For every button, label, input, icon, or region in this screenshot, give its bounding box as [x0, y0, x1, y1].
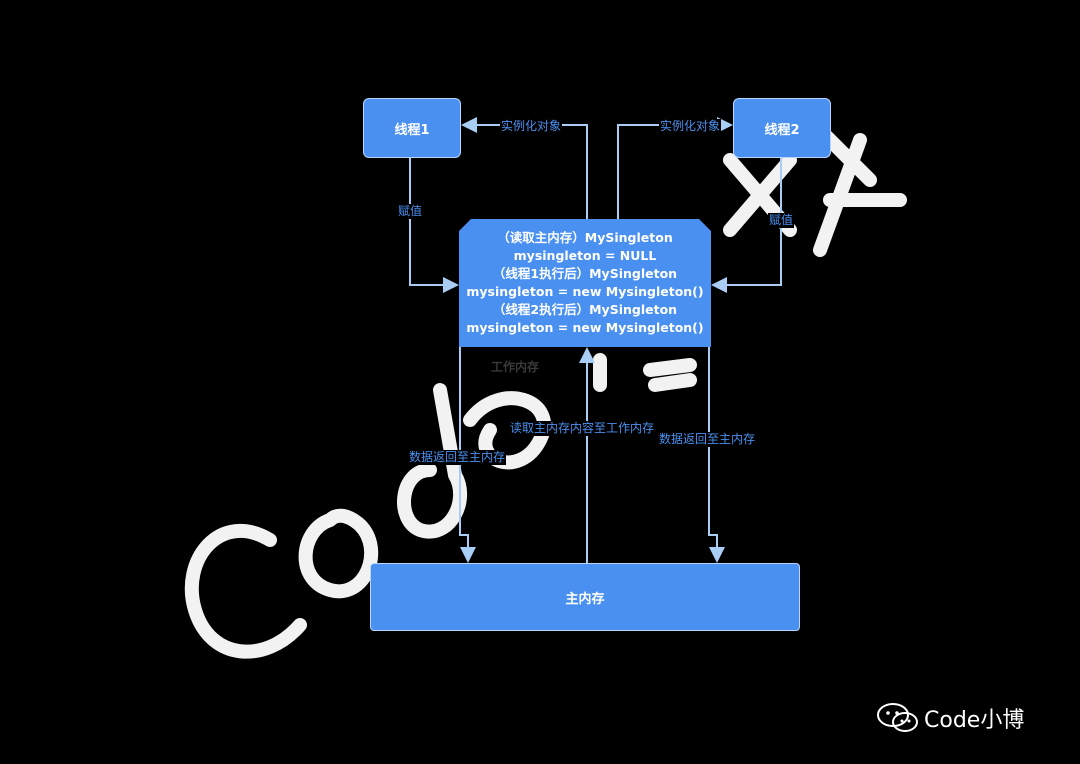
work-memory-line: （读取主内存）MySingleton: [497, 230, 673, 245]
label-return-right: 数据返回至主内存: [658, 432, 757, 447]
label-assign-right: 赋值: [768, 213, 795, 228]
work-memory-line: mysingleton = new Mysingleton(): [466, 284, 704, 299]
watermark-logo: [184, 103, 907, 659]
main-memory-node: 主内存: [370, 563, 800, 631]
work-memory-caption: 工作内存: [491, 360, 540, 374]
work-memory-line: （线程1执行后）MySingleton: [492, 266, 678, 281]
label-instantiate-right: 实例化对象: [659, 119, 722, 134]
thread2-label: 线程2: [764, 122, 800, 138]
edge-assign-left: [409, 158, 459, 293]
work-memory-line: mysingleton = new Mysingleton(): [466, 320, 704, 335]
thread1-node: 线程1: [363, 98, 461, 158]
label-assign-left: 赋值: [397, 204, 424, 219]
label-instantiate-left: 实例化对象: [500, 119, 563, 134]
edge-return-left: [459, 347, 476, 563]
main-memory-label: 主内存: [565, 591, 605, 607]
work-memory-line: mysingleton = NULL: [513, 248, 657, 263]
brand-name: Code小博: [924, 708, 1025, 733]
brand-watermark: Code小博: [876, 702, 1024, 734]
thread1-label: 线程1: [394, 122, 430, 138]
work-memory-line: （线程2执行后）MySingleton: [492, 302, 678, 317]
edge-instantiate-right: [617, 117, 733, 219]
edge-instantiate-left: [461, 117, 588, 219]
label-return-left: 数据返回至主内存: [408, 450, 507, 465]
wechat-icon: [877, 703, 918, 732]
label-read-main: 读取主内存内容至工作内存: [509, 421, 656, 436]
edge-return-right: [708, 347, 725, 563]
work-memory-node: （读取主内存）MySingleton mysingleton = NULL （线…: [459, 219, 711, 347]
thread2-node: 线程2: [733, 98, 831, 158]
edge-assign-right: [711, 158, 782, 293]
